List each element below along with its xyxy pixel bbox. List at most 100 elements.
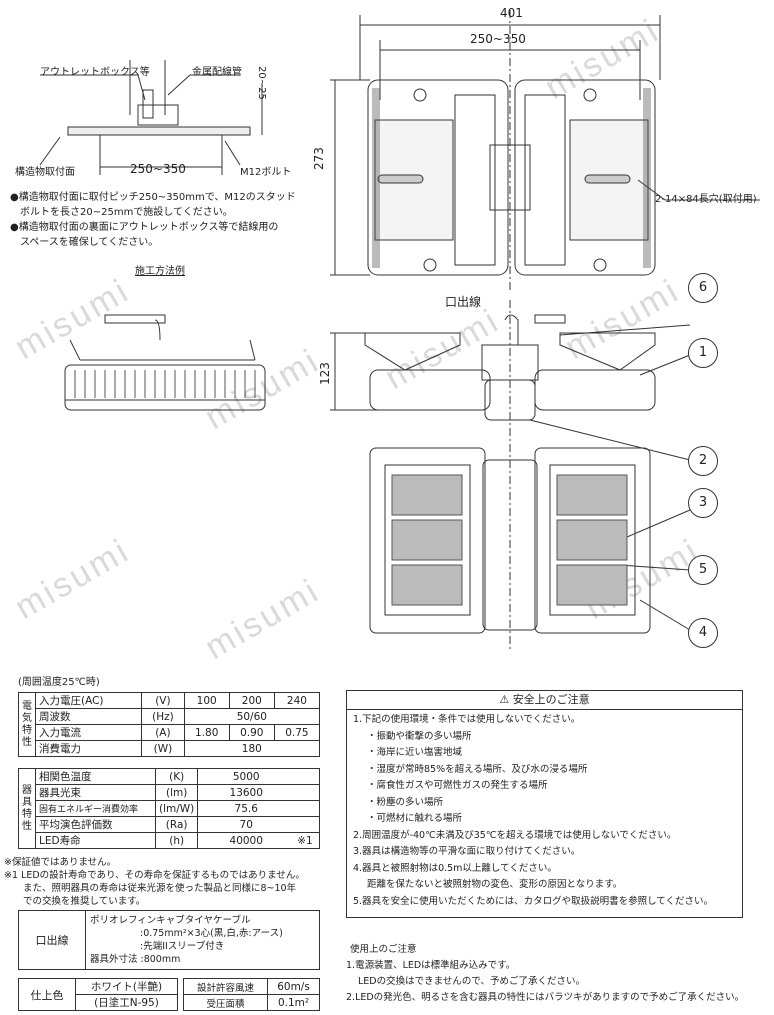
- safety-line: 2.周囲温度が-40℃未満及び35℃を超える環境では使用しないでください。: [353, 829, 677, 841]
- electrical-group: 電気特性: [18, 692, 36, 757]
- spec-label: 入力電圧(AC): [34, 692, 143, 709]
- usage-line: LEDの交換はできませんので、予めご了承ください。: [358, 976, 585, 987]
- spec-unit: (K): [155, 768, 199, 785]
- spec-mark: [294, 800, 321, 817]
- dim-side-height: 123: [318, 362, 332, 385]
- cable-desc: ポリオレフィンキャブタイヤケーブル :0.75mm²×3心(黒,白,赤:アース)…: [85, 910, 320, 970]
- warning-icon: ⚠: [499, 693, 510, 706]
- fixture-spec-table: 器具特性 相関色温度 (K) 5000 器具光束 (lm) 13600 固有エネ…: [18, 768, 321, 849]
- mount-face-label: 構造物取付面: [15, 167, 75, 178]
- conduit-label: 金属配線管: [192, 67, 242, 78]
- install-caption: 施工方法例: [135, 266, 185, 277]
- dim-height: 273: [312, 147, 326, 170]
- wind-value: 60m/s: [267, 978, 320, 995]
- dim-20-25: 20~25: [256, 66, 267, 100]
- spec-unit: (W): [141, 740, 185, 757]
- spec-value: 40000: [197, 832, 295, 849]
- spec-label: 周波数: [34, 708, 143, 725]
- spec-label: 器具光束: [34, 784, 157, 801]
- wind-table: 設計許容風速 60m/s 受圧面積 0.1m²: [182, 978, 320, 1011]
- spec-mark: ※1: [294, 832, 321, 849]
- install-note: スペースを確保してください。: [10, 237, 159, 248]
- footnote: また、照明器具の寿命は従来光源を使った製品と同様に8~10年: [4, 883, 297, 894]
- side-view-drawing: [64, 314, 266, 411]
- spec-value: 200: [228, 692, 275, 709]
- spec-unit: (h): [155, 832, 199, 849]
- part-callout-4: 4: [688, 618, 718, 648]
- part-callout-3: 3: [688, 488, 718, 518]
- safety-line: 4.器具と被照射物は0.5m以上離してください。: [353, 862, 557, 874]
- safety-list: 1.下記の使用環境・条件では使用しないでください。 ・振動や衝撃の多い場所 ・海…: [347, 710, 742, 912]
- spec-label: 固有エネルギー消費効率: [34, 800, 157, 817]
- safety-line: 距離を保たないと被照射物の変色、変形の原因となります。: [367, 879, 623, 890]
- usage-notes: 使用上のご注意 1.電源装置、LEDは標準組み込みです。 LEDの交換はできませ…: [346, 942, 744, 1006]
- usage-line: 2.LEDの発光色、明るさを含む器具の特性にはバラツキがありますので予めご了承く…: [346, 992, 745, 1003]
- spec-value: 0.75: [273, 724, 321, 741]
- spec-label: LED寿命: [34, 832, 157, 849]
- finish-label: 仕上色: [18, 978, 76, 1011]
- wind-label: 設計許容風速: [182, 978, 269, 995]
- spec-label: 消費電力: [34, 740, 143, 757]
- ambient-note: (周囲温度25℃時): [18, 677, 100, 688]
- part-callout-1: 1: [688, 338, 718, 368]
- bolt-label: M12ボルト: [240, 167, 292, 178]
- spec-unit: (A): [141, 724, 185, 741]
- spec-unit: (lm): [155, 784, 199, 801]
- cable-line: 器具外寸法 :800mm: [90, 954, 181, 965]
- part-callout-5: 5: [688, 555, 718, 585]
- spec-value: 75.6: [197, 800, 295, 817]
- safety-box: ⚠ 安全上のご注意 1.下記の使用環境・条件では使用しないでください。 ・振動や…: [346, 690, 743, 918]
- spec-mark: [294, 816, 321, 833]
- spec-unit: (Hz): [141, 708, 185, 725]
- part-callout-2: 2: [688, 446, 718, 476]
- spec-value: 50/60: [183, 708, 321, 725]
- finish-color: ホワイト(半艶): [75, 978, 178, 995]
- spec-value: 5000: [197, 768, 295, 785]
- safety-title: 安全上のご注意: [512, 693, 590, 706]
- safety-line: ・振動や衝撃の多い場所: [367, 730, 472, 742]
- footnote: での交換を推奨しています。: [4, 896, 146, 907]
- spec-value: 180: [183, 740, 321, 757]
- cable-label: 口出線: [18, 910, 86, 970]
- spec-mark: [294, 784, 321, 801]
- top-view-drawing: [330, 10, 760, 290]
- safety-line: 1.下記の使用環境・条件では使用しないでください。: [353, 714, 581, 725]
- spec-unit: (lm/W): [155, 800, 199, 817]
- install-note: ●構造物取付面の裏面にアウトレットボックス等で結線用の: [10, 222, 279, 233]
- cable-table: 口出線 ポリオレフィンキャブタイヤケーブル :0.75mm²×3心(黒,白,赤:…: [18, 910, 320, 970]
- spec-label: 入力電流: [34, 724, 143, 741]
- outlet-box-label: アウトレットボックス等: [40, 67, 150, 78]
- spec-label: 相関色温度: [34, 768, 157, 785]
- watermark: misumi: [198, 571, 327, 667]
- safety-line: ・海岸に近い塩害地域: [367, 747, 463, 758]
- spec-unit: (Ra): [155, 816, 199, 833]
- safety-line: ・可燃材に触れる場所: [367, 813, 463, 824]
- install-note: ボルトを長さ20~25mmで施設してください。: [10, 207, 233, 218]
- area-label: 受圧面積: [182, 994, 269, 1011]
- usage-title: 使用上のご注意: [350, 944, 417, 955]
- outlet-label: 口出線: [445, 295, 482, 309]
- install-notes: ●構造物取付面に取付ピッチ250~350mmで、M12のスタッド ボルトを長さ2…: [10, 190, 296, 250]
- install-drawing: [39, 60, 263, 175]
- finish-table: 仕上色 ホワイト(半艶) (日塗工N-95): [18, 978, 178, 1011]
- safety-header: ⚠ 安全上のご注意: [347, 691, 742, 710]
- install-note: ●構造物取付面に取付ピッチ250~350mmで、M12のスタッド: [10, 192, 296, 203]
- spec-mark: [294, 768, 321, 785]
- part-callout-6: 6: [688, 273, 718, 303]
- spec-footnotes: ※保証値ではありません。 ※1 LEDの設計寿命であり、その寿命を保証するもので…: [4, 856, 305, 908]
- footnote: ※保証値ではありません。: [4, 857, 117, 868]
- area-value: 0.1m²: [267, 994, 320, 1011]
- usage-line: 1.電源装置、LEDは標準組み込みです。: [346, 960, 516, 971]
- safety-line: 5.器具を安全に使用いただくためには、カタログや取扱説明書を参照してください。: [353, 895, 713, 907]
- electrical-spec-table: 電気特性 入力電圧(AC) (V) 100 200 240 周波数 (Hz) 5…: [18, 692, 321, 757]
- cable-line: :0.75mm²×3心(黒,白,赤:アース): [140, 928, 283, 939]
- spec-value: 100: [183, 692, 230, 709]
- dim-overall-width: 401: [500, 6, 523, 20]
- safety-line: 3.器具は構造物等の平滑な面に取り付けてください。: [353, 846, 581, 857]
- pitch-label: 250~350: [130, 162, 186, 176]
- safety-line: ・腐食性ガスや可燃性ガスの発生する場所: [367, 780, 548, 791]
- watermark: misumi: [8, 531, 137, 627]
- footnote: ※1 LEDの設計寿命であり、その寿命を保証するものではありません。: [4, 870, 305, 881]
- spec-value: 1.80: [183, 724, 230, 741]
- spec-value: 0.90: [228, 724, 275, 741]
